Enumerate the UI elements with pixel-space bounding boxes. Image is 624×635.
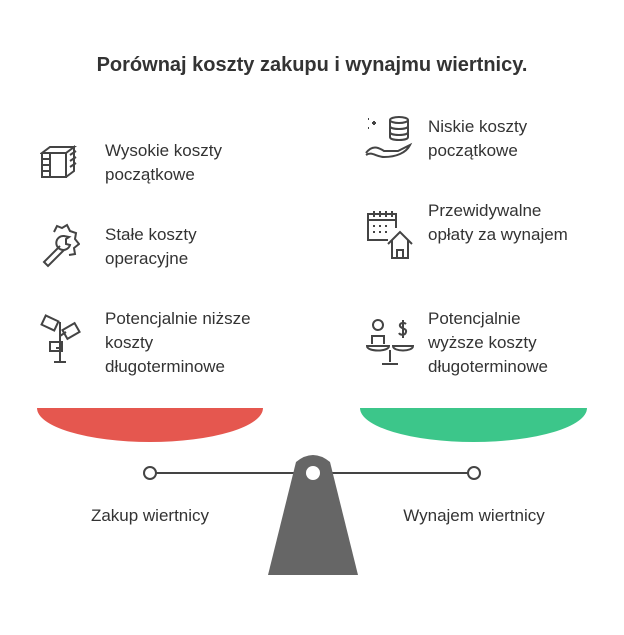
gear-wrench-icon: [42, 223, 80, 268]
left-item-operating-costs: Stałe koszty operacyjne: [105, 225, 197, 268]
money-plant-icon: [40, 314, 81, 363]
fulcrum-pivot: [306, 466, 320, 480]
right-label: Wynajem wiertnicy: [403, 506, 545, 525]
calendar-house-icon: [367, 211, 413, 259]
left-item-longterm-costs: Potencjalnie niższe koszty długoterminow…: [105, 309, 251, 376]
right-beam-end: [467, 466, 481, 480]
page-title: Porównaj koszty zakupu i wynajmu wiertni…: [96, 54, 528, 76]
right-item-longterm-costs: Potencjalnie wyższe koszty długoterminow…: [428, 309, 549, 376]
right-item-rental-fees: Przewidywalne opłaty za wynajem: [428, 201, 568, 244]
fulcrum: [268, 455, 358, 575]
left-label: Zakup wiertnicy: [90, 506, 210, 525]
left-item-initial-costs: Wysokie koszty początkowe: [105, 141, 222, 184]
hand-coins-icon: [365, 116, 413, 159]
right-item-initial-costs: Niskie koszty początkowe: [428, 117, 528, 160]
person-scale-dollar-icon: [366, 319, 414, 365]
money-stack-icon: [40, 145, 77, 178]
left-pan: [37, 408, 263, 442]
right-pan: [360, 408, 587, 442]
left-beam-end: [143, 466, 157, 480]
